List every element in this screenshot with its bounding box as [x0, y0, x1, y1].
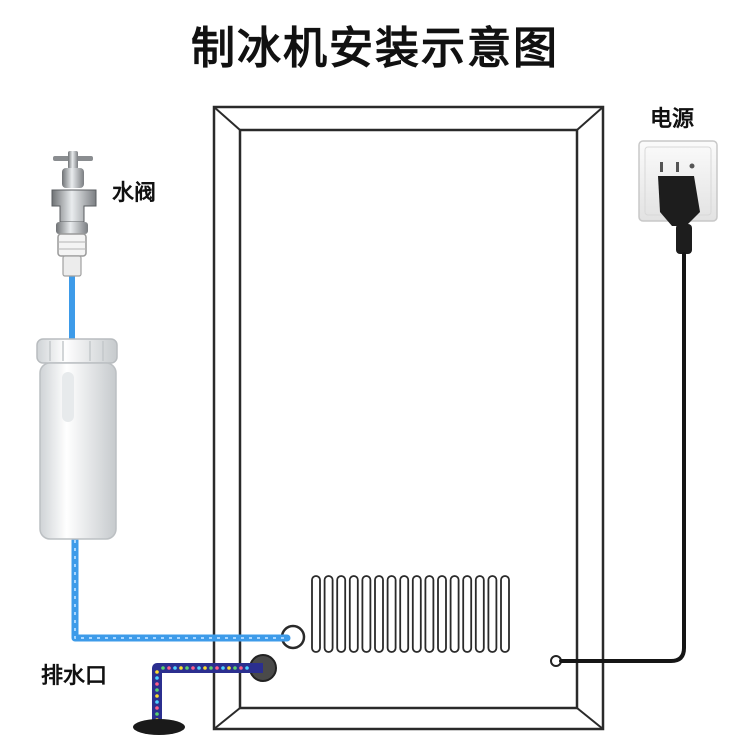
vent-slot	[487, 575, 498, 653]
drain-pipe-bead	[155, 670, 159, 674]
drain-pipe-bead	[161, 666, 165, 670]
vent-slot	[449, 575, 460, 653]
vent-slot	[374, 575, 384, 653]
water-filter-icon	[36, 338, 118, 540]
water-valve-label: 水阀	[112, 181, 156, 206]
faucet-icon	[51, 151, 97, 277]
drain-pipe-bead	[215, 666, 219, 670]
drain-pipe-bead	[227, 666, 231, 670]
drain-pipe-bead	[155, 688, 159, 692]
vent-slot	[361, 575, 372, 653]
power-label: 电源	[650, 107, 694, 132]
drain-pipe-bead	[191, 666, 195, 670]
drain-pipe-bead	[203, 666, 207, 670]
vent-slot	[500, 575, 510, 653]
drain-label: 排水口	[41, 664, 107, 689]
drain-pipe-bead	[155, 694, 159, 698]
drain-pipe-bead	[155, 712, 159, 716]
ventilation-grille	[311, 575, 510, 653]
drain-pipe-bead	[197, 666, 201, 670]
drain-pipe-bead	[155, 706, 159, 710]
drain-base-icon	[133, 719, 185, 735]
vent-slot	[323, 575, 334, 653]
vent-slot	[311, 575, 321, 653]
vent-slot	[336, 575, 347, 653]
power-cord	[559, 252, 686, 663]
ice-machine	[212, 105, 605, 731]
drain-pipe-bead	[239, 666, 243, 670]
drain-pipe-bead	[173, 666, 177, 670]
drain-pipe-bead	[185, 666, 189, 670]
vent-slot	[437, 575, 447, 653]
vent-slot	[462, 575, 473, 653]
drain-pipe-bead	[245, 666, 249, 670]
vent-slot	[474, 575, 485, 653]
drain-pipe-bead	[179, 666, 183, 670]
vent-slot	[424, 575, 435, 653]
drain-pipe-bead	[233, 666, 237, 670]
vent-slot	[386, 575, 397, 653]
power-plug-icon	[658, 176, 700, 254]
vent-slot	[399, 575, 410, 653]
drain-pipe-bead	[209, 666, 213, 670]
drain-pipe-bead	[155, 682, 159, 686]
drain-pipe	[133, 663, 263, 735]
drain-pipe-bead	[221, 666, 225, 670]
page-title: 制冰机安装示意图	[191, 23, 559, 74]
drain-pipe-bead	[155, 676, 159, 680]
vent-slot	[411, 575, 422, 653]
drain-pipe-bead	[155, 700, 159, 704]
vent-slot	[348, 575, 359, 653]
water-pipe	[69, 271, 291, 642]
drain-pipe-bead	[167, 666, 171, 670]
